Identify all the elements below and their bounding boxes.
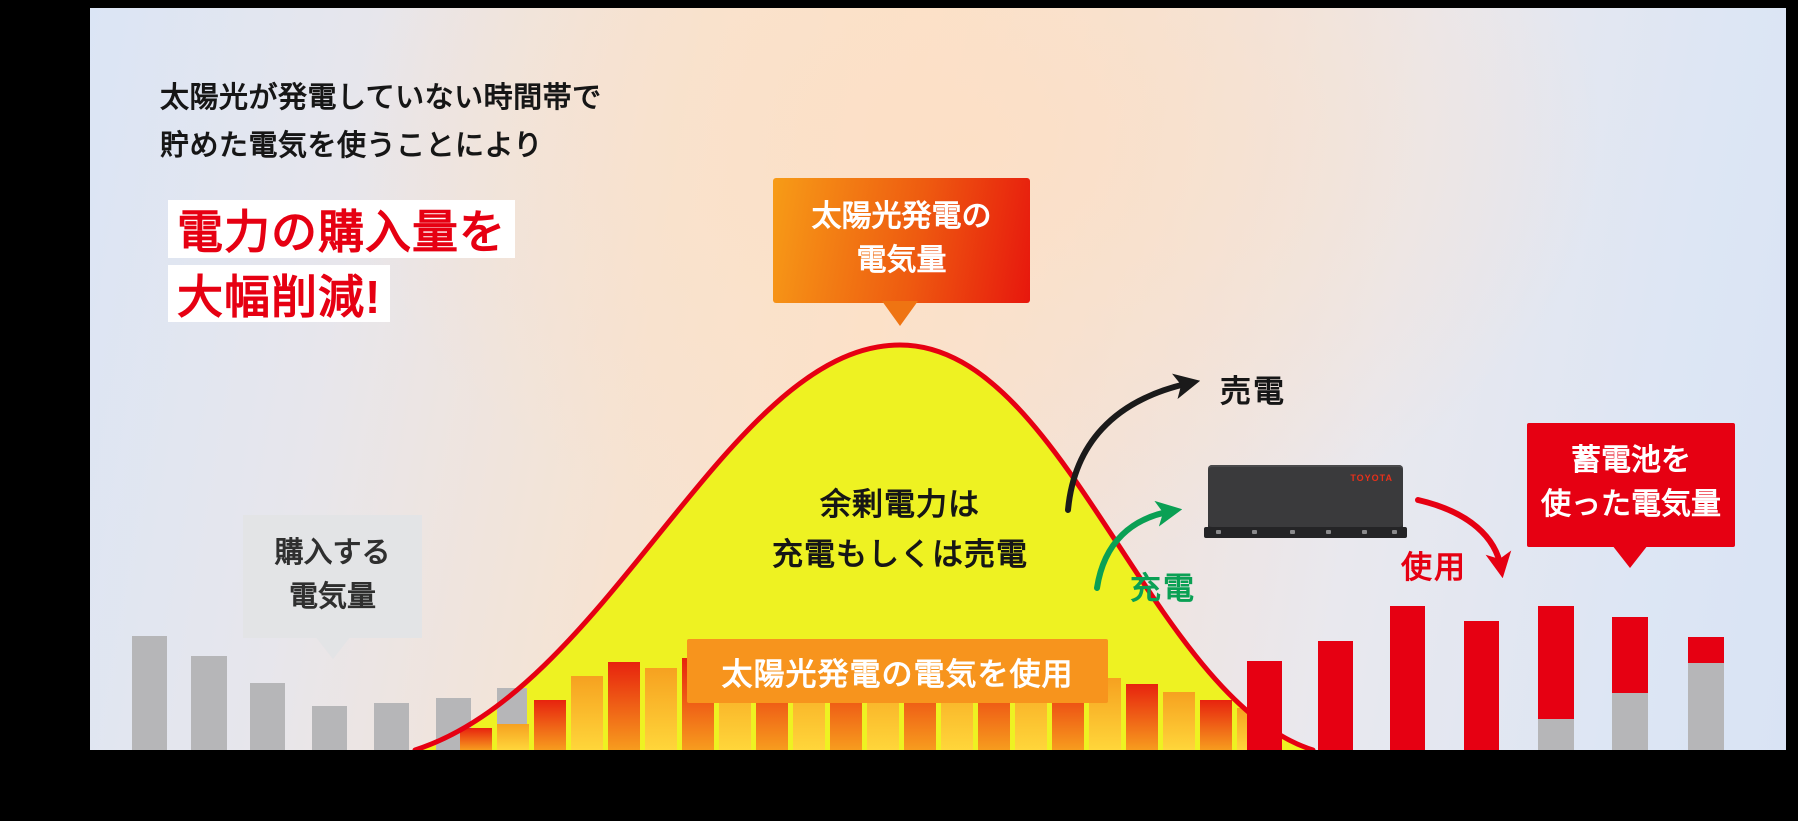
solar-usage-stripe [571, 676, 603, 750]
battery-foot [1362, 530, 1367, 534]
solar-usage-stripe [1237, 708, 1247, 750]
charge-arrow [1094, 500, 1183, 591]
solar-usage-stripe [1126, 684, 1158, 750]
battery-foot [1290, 530, 1295, 534]
purchased-portion-bar [1612, 693, 1648, 750]
battery-usage-bar [1390, 606, 1425, 750]
callout-purchase-pointer [315, 636, 351, 659]
solar-usage-stripe [534, 700, 566, 750]
sell-arrow [1065, 373, 1201, 513]
purchased-electricity-bar [312, 706, 347, 750]
battery-usage-bar [1318, 641, 1353, 750]
solar-usage-banner: 太陽光発電の電気を使用 [687, 639, 1108, 703]
solar-usage-stripe [1163, 692, 1195, 750]
charge-label: 充電 [1130, 571, 1196, 606]
purchased-portion-bar [1688, 663, 1724, 750]
headline-chip-2: 大幅削減! [168, 265, 391, 323]
callout-purchased-power: 購入する 電気量 [243, 515, 422, 638]
callout-solar-line-1: 太陽光発電の [811, 200, 992, 233]
callout-battery-line-1: 蓄電池を [1571, 444, 1691, 477]
surplus-note: 余剰電力は 充電もしくは売電 [700, 480, 1100, 580]
intro-line-2: 貯めた電気を使うことにより [160, 130, 543, 162]
sell-label: 売電 [1220, 374, 1286, 409]
callout-solar-generation: 太陽光発電の 電気量 [773, 178, 1030, 303]
headline-chip-1: 電力の購入量を [168, 200, 515, 258]
solar-usage-stripe [460, 728, 492, 750]
solar-usage-banner-label: 太陽光発電の電気を使用 [721, 656, 1074, 692]
callout-battery-pointer [1612, 545, 1648, 568]
use-arrow [1415, 497, 1512, 579]
callout-solar-line-2: 電気量 [856, 244, 947, 277]
callout-battery-line-2: 使った電気量 [1541, 488, 1721, 521]
solar-usage-stripe [608, 662, 640, 750]
headline-line-1: 電力の購入量を [177, 206, 506, 258]
battery-foot [1252, 530, 1257, 534]
purchased-electricity-bar [191, 656, 227, 750]
battery-foot [1326, 530, 1331, 534]
purchased-portion-bar [1538, 719, 1574, 750]
purchased-electricity-bar [132, 636, 167, 750]
callout-solar-pointer [882, 301, 918, 326]
battery-usage-bar [1538, 606, 1574, 719]
headline-line-2: 大幅削減! [177, 270, 382, 323]
battery-base-rail [1204, 527, 1407, 538]
battery-foot [1392, 530, 1397, 534]
solar-usage-stripe [1200, 700, 1232, 750]
callout-battery-power: 蓄電池を 使った電気量 [1527, 423, 1735, 547]
home-battery-unit: TOYOTA [1208, 465, 1403, 530]
solar-usage-stripe [497, 724, 529, 750]
battery-usage-bar [1464, 621, 1499, 750]
surplus-note-line-1: 余剰電力は [820, 487, 980, 522]
battery-brand-logo: TOYOTA [1350, 473, 1393, 483]
solar-curve-outline [412, 342, 1316, 750]
surplus-note-line-2: 充電もしくは売電 [772, 537, 1028, 572]
battery-usage-bar [1688, 637, 1724, 663]
purchased-electricity-bar [374, 703, 409, 750]
battery-foot [1216, 530, 1221, 534]
use-label: 使用 [1401, 550, 1467, 585]
intro-text: 太陽光が発電していない時間帯で 貯めた電気を使うことにより [160, 74, 602, 170]
callout-purchase-line-2: 電気量 [288, 581, 376, 613]
intro-line-1: 太陽光が発電していない時間帯で [160, 82, 602, 114]
callout-purchase-line-1: 購入する [274, 537, 391, 569]
battery-usage-bar [1612, 617, 1648, 693]
solar-usage-stripe [645, 668, 677, 750]
purchased-electricity-bar [250, 683, 285, 750]
solar-battery-infographic: 太陽光が発電していない時間帯で 貯めた電気を使うことにより 電力の購入量を 大幅… [90, 8, 1786, 750]
battery-usage-bar [1247, 661, 1282, 750]
